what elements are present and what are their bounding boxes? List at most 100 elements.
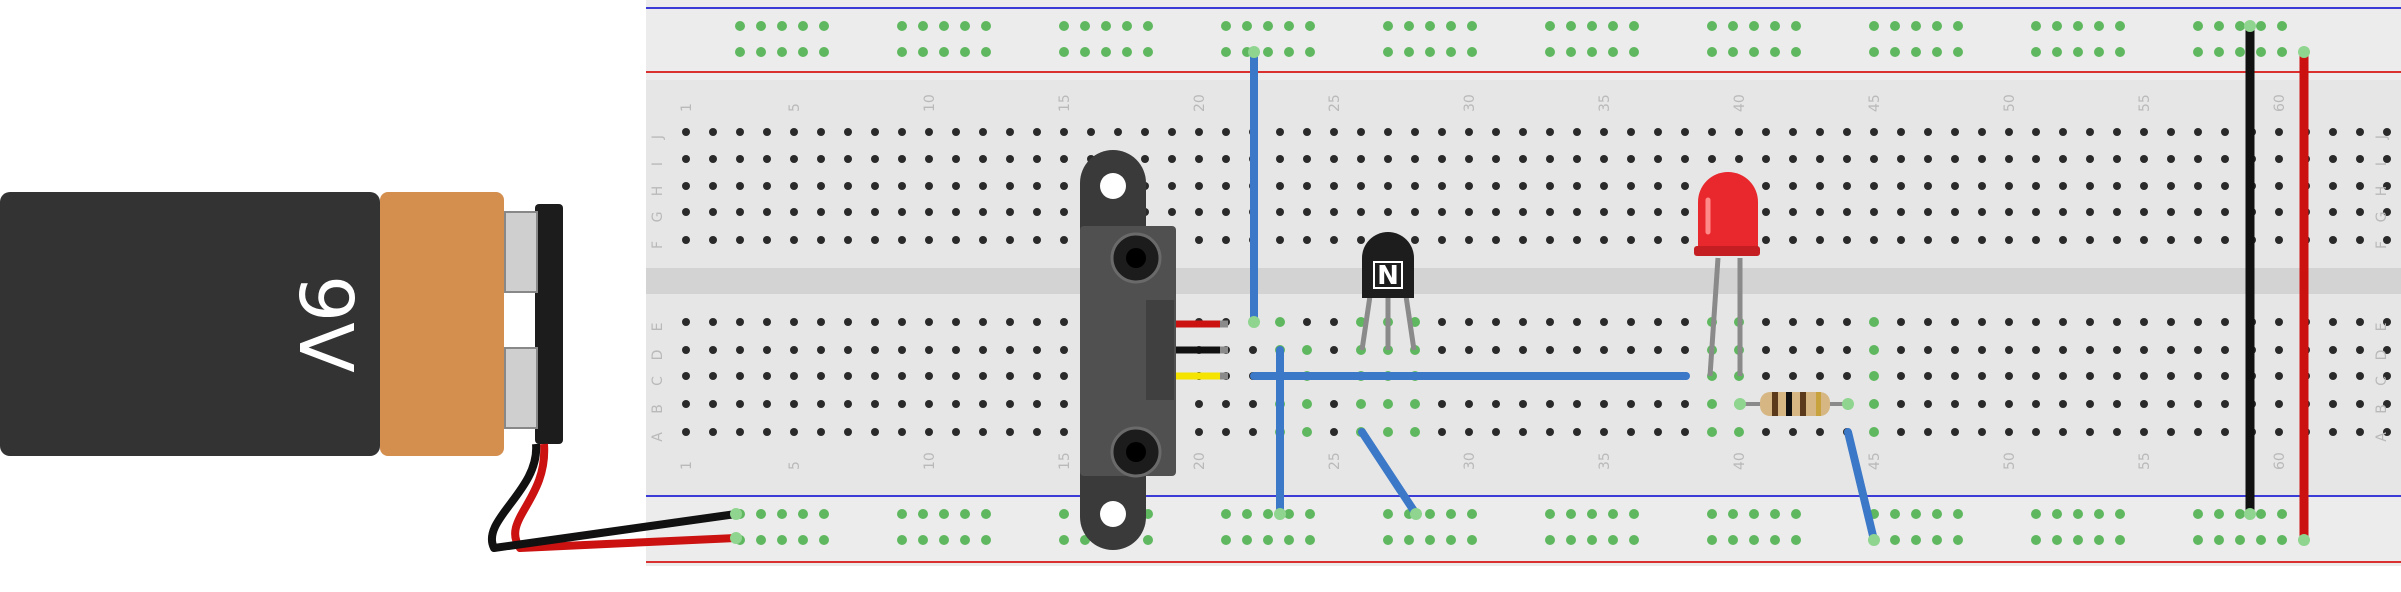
breadboard-hole	[709, 400, 717, 408]
breadboard-hole	[925, 400, 933, 408]
breadboard-hole	[898, 318, 906, 326]
breadboard-hole	[1006, 155, 1014, 163]
transistor-label: N	[1377, 261, 1399, 291]
breadboard-hole	[817, 428, 825, 436]
breadboard-hole	[2113, 155, 2121, 163]
breadboard-hole	[1951, 155, 1959, 163]
breadboard-hole	[1546, 208, 1554, 216]
breadboard-hole	[1033, 182, 1041, 190]
breadboard-hole	[2329, 346, 2337, 354]
breadboard-hole	[2005, 236, 2013, 244]
breadboard-hole	[925, 372, 933, 380]
breadboard-hole	[925, 318, 933, 326]
breadboard-hole	[1890, 21, 1900, 31]
breadboard-hole	[960, 535, 970, 545]
breadboard-hole	[925, 236, 933, 244]
breadboard-hole	[1953, 509, 1963, 519]
breadboard-hole	[2032, 372, 2040, 380]
breadboard-hole	[2193, 47, 2203, 57]
breadboard-hole	[1033, 400, 1041, 408]
breadboard-hole	[897, 509, 907, 519]
breadboard-hole	[2059, 346, 2067, 354]
breadboard-hole	[952, 318, 960, 326]
breadboard-hole	[2094, 509, 2104, 519]
col-number-top: 25	[1327, 94, 1343, 112]
breadboard-hole	[1195, 400, 1203, 408]
col-number-top: 1	[679, 103, 695, 112]
breadboard-hole	[1869, 345, 1879, 355]
breadboard-hole	[2221, 318, 2229, 326]
breadboard-hole	[1869, 399, 1879, 409]
breadboard-hole	[1033, 346, 1041, 354]
breadboard-hole	[1059, 509, 1069, 519]
breadboard-hole	[817, 155, 825, 163]
breadboard-hole	[709, 318, 717, 326]
breadboard-hole	[2115, 47, 2125, 57]
breadboard-hole	[1195, 128, 1203, 136]
breadboard: 1155101015152020252530303535404045455050…	[646, 0, 2401, 566]
breadboard-hole	[2140, 346, 2148, 354]
breadboard-hole	[844, 372, 852, 380]
breadboard-hole	[1006, 208, 1014, 216]
breadboard-hole	[2194, 128, 2202, 136]
breadboard-hole	[1465, 182, 1473, 190]
breadboard-hole	[1492, 128, 1500, 136]
breadboard-hole	[756, 535, 766, 545]
breadboard-hole	[709, 182, 717, 190]
breadboard-hole	[1242, 509, 1252, 519]
breadboard-hole	[763, 128, 771, 136]
breadboard-hole	[1519, 236, 1527, 244]
breadboard-hole	[1735, 155, 1743, 163]
breadboard-hole	[1924, 346, 1932, 354]
breadboard-hole	[682, 400, 690, 408]
breadboard-hole	[1276, 182, 1284, 190]
col-number-top: 40	[1732, 94, 1748, 112]
breadboard-hole	[2256, 47, 2266, 57]
breadboard-hole	[1789, 318, 1797, 326]
breadboard-hole	[2235, 535, 2245, 545]
breadboard-hole	[1465, 318, 1473, 326]
breadboard-hole	[2167, 372, 2175, 380]
breadboard-hole	[1404, 21, 1414, 31]
breadboard-hole	[1143, 47, 1153, 57]
breadboard-hole	[1924, 155, 1932, 163]
breadboard-hole	[1600, 318, 1608, 326]
breadboard-hole	[1953, 535, 1963, 545]
breadboard-hole	[1519, 128, 1527, 136]
breadboard-hole	[1546, 428, 1554, 436]
row-letter: I	[2374, 162, 2390, 166]
breadboard-hole	[1762, 155, 1770, 163]
breadboard-hole	[2356, 128, 2364, 136]
breadboard-hole	[2032, 208, 2040, 216]
breadboard-hole	[2005, 372, 2013, 380]
row-letter: E	[2374, 323, 2390, 332]
breadboard-hole	[736, 346, 744, 354]
breadboard-hole	[2032, 346, 2040, 354]
breadboard-hole	[1816, 182, 1824, 190]
breadboard-hole	[979, 236, 987, 244]
breadboard-hole	[939, 21, 949, 31]
breadboard-hole	[1438, 428, 1446, 436]
row-letter: G	[650, 212, 666, 223]
breadboard-hole	[790, 400, 798, 408]
breadboard-hole	[1816, 128, 1824, 136]
breadboard-hole	[2005, 208, 2013, 216]
row-letter: A	[650, 432, 666, 442]
breadboard-hole	[2032, 128, 2040, 136]
battery-label: 9V	[282, 275, 368, 373]
breadboard-hole	[844, 208, 852, 216]
breadboard-hole	[2140, 128, 2148, 136]
breadboard-hole	[1410, 427, 1420, 437]
breadboard-hole	[2032, 155, 2040, 163]
breadboard-hole	[1425, 47, 1435, 57]
breadboard-hole	[1600, 346, 1608, 354]
breadboard-hole	[1608, 21, 1618, 31]
breadboard-hole	[1383, 427, 1393, 437]
breadboard-hole	[2059, 428, 2067, 436]
breadboard-hole	[1924, 318, 1932, 326]
breadboard-hole	[1519, 346, 1527, 354]
breadboard-hole	[736, 318, 744, 326]
breadboard-hole	[1356, 399, 1366, 409]
breadboard-hole	[1816, 318, 1824, 326]
